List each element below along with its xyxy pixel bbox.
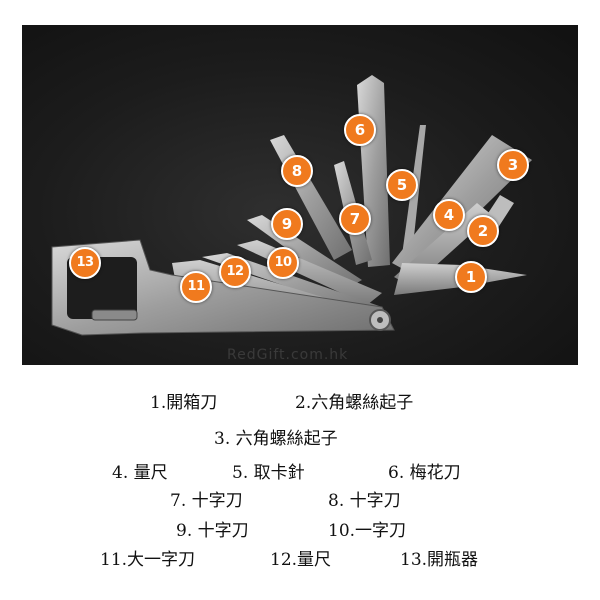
marker-6: 6 <box>344 114 376 146</box>
legend-item-6: 6. 梅花刀 <box>388 463 461 483</box>
product-photo: 6 8 5 3 9 7 4 2 13 12 10 1 11 RedGift.co… <box>22 25 578 365</box>
marker-11: 11 <box>180 271 212 303</box>
marker-3: 3 <box>497 149 529 181</box>
marker-2: 2 <box>467 215 499 247</box>
legend-item-5: 5. 取卡針 <box>232 463 305 483</box>
legend-item-4: 4. 量尺 <box>112 463 168 483</box>
marker-12: 12 <box>219 256 251 288</box>
legend-item-8: 8. 十字刀 <box>328 491 401 511</box>
marker-4: 4 <box>433 199 465 231</box>
marker-5: 5 <box>386 169 418 201</box>
legend-item-12: 12.量尺 <box>270 550 332 570</box>
legend-item-10: 10.一字刀 <box>328 521 407 541</box>
watermark: RedGift.com.hk <box>227 347 349 363</box>
marker-10: 10 <box>267 247 299 279</box>
marker-13: 13 <box>69 247 101 279</box>
marker-9: 9 <box>271 208 303 240</box>
legend-item-9: 9. 十字刀 <box>176 521 249 541</box>
marker-7: 7 <box>339 203 371 235</box>
legend-item-7: 7. 十字刀 <box>170 491 243 511</box>
clip <box>91 309 138 321</box>
marker-1: 1 <box>455 261 487 293</box>
legend-item-2: 2.六角螺絲起子 <box>295 393 414 413</box>
legend-item-11: 11.大一字刀 <box>100 550 196 570</box>
legend-item-1: 1.開箱刀 <box>150 393 218 413</box>
legend-item-13: 13.開瓶器 <box>400 550 479 570</box>
marker-8: 8 <box>281 155 313 187</box>
multitool-illustration <box>51 75 532 336</box>
legend-item-3: 3. 六角螺絲起子 <box>214 429 338 449</box>
